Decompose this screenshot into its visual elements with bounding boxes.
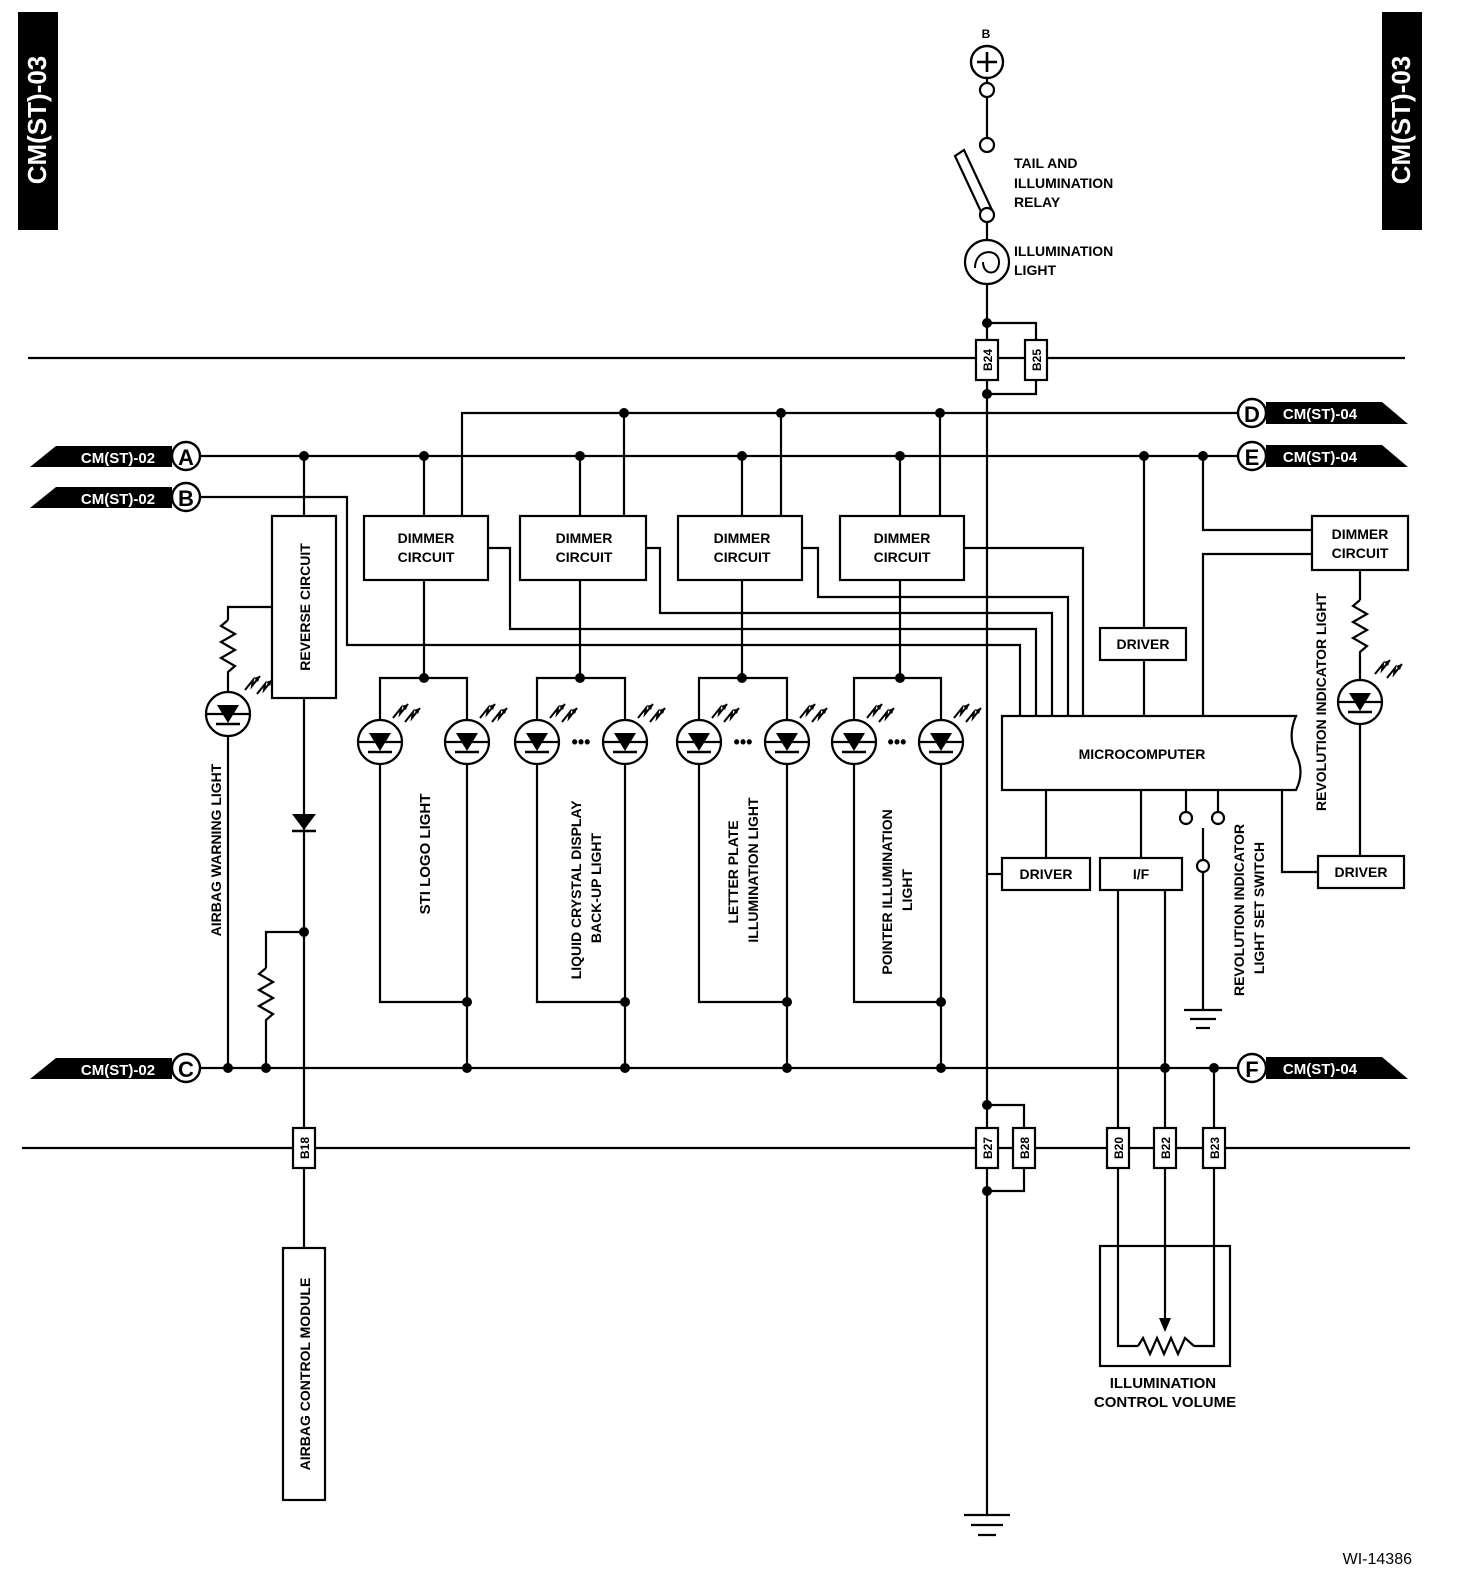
svg-text:MICROCOMPUTER: MICROCOMPUTER <box>1079 746 1206 762</box>
figure-code: WI-14386 <box>1343 1551 1412 1568</box>
revolution-set-switch-icon <box>1178 790 1226 1030</box>
reverse-circuit-block <box>270 514 338 700</box>
lcd-backup-led-icon-1 <box>513 718 561 766</box>
svg-text:B: B <box>178 486 194 511</box>
airbag-warning-led-icon <box>204 690 252 738</box>
sheet-tab-right: CM(ST)-03 <box>1382 12 1422 230</box>
sti-logo-led-icon-1 <box>356 718 404 766</box>
svg-text:CM(ST)-04: CM(ST)-04 <box>1283 1061 1358 1078</box>
svg-text:DIMMER: DIMMER <box>1332 526 1389 542</box>
svg-text:A: A <box>178 445 194 470</box>
driver-right <box>1316 854 1406 890</box>
pointer-led-icon-1 <box>830 718 878 766</box>
connector-e[interactable]: E CM(ST)-04 <box>1236 440 1408 472</box>
interface-block <box>1098 856 1184 892</box>
revolution-indicator-led-icon <box>1336 678 1384 726</box>
airbag-resistor-icon <box>218 619 238 692</box>
relay-contact-bottom <box>978 206 996 224</box>
potentiometer-icon <box>1137 1335 1195 1357</box>
svg-text:C: C <box>178 1057 194 1082</box>
sheet-id-left: CM(ST)-03 <box>22 56 52 185</box>
airbag-led-rays-icon <box>244 675 273 695</box>
lcd-backup-light-label: LIQUID CRYSTAL DISPLAY BACK-UP LIGHT <box>568 797 604 980</box>
letter-plate-light-label: LETTER PLATE ILLUMINATION LIGHT <box>725 797 761 943</box>
svg-text:CIRCUIT: CIRCUIT <box>556 549 613 565</box>
svg-text:CIRCUIT: CIRCUIT <box>398 549 455 565</box>
svg-text:B24: B24 <box>981 349 995 371</box>
svg-text:CIRCUIT: CIRCUIT <box>714 549 771 565</box>
svg-text:CM(ST)-02: CM(ST)-02 <box>81 491 155 508</box>
svg-text:•••: ••• <box>888 732 907 752</box>
letter-plate-led-icon-2 <box>763 718 811 766</box>
revolution-resistor-icon <box>1350 599 1370 680</box>
driver-bottom <box>1000 856 1092 892</box>
svg-text:B23: B23 <box>1208 1137 1222 1159</box>
lcd-backup-led-icon-2 <box>601 718 649 766</box>
fuse-terminal-top <box>978 81 996 99</box>
pointer-light-label: POINTER ILLUMINATION LIGHT <box>879 805 915 974</box>
svg-text:CM(ST)-04: CM(ST)-04 <box>1283 406 1358 423</box>
diode-icon <box>292 814 316 833</box>
svg-text:B25: B25 <box>1030 349 1044 371</box>
connector-f[interactable]: F CM(ST)-04 <box>1236 1052 1408 1084</box>
ground-icon <box>964 1513 1010 1537</box>
relay-switch-icon <box>953 148 994 218</box>
svg-text:REVERSE CIRCUIT: REVERSE CIRCUIT <box>297 543 313 671</box>
svg-text:DIMMER: DIMMER <box>874 530 931 546</box>
battery-label: B <box>982 27 991 41</box>
airbag-control-module <box>281 1246 327 1502</box>
svg-text:DRIVER: DRIVER <box>1117 636 1170 652</box>
illumination-light-label: ILLUMINATION LIGHT <box>1014 243 1117 278</box>
svg-text:•••: ••• <box>734 732 753 752</box>
driver-top <box>1098 626 1188 662</box>
connector-b[interactable]: CM(ST)-02 B <box>30 481 202 513</box>
svg-text:CM(ST)-02: CM(ST)-02 <box>81 450 155 467</box>
illumination-lamp-icon <box>963 238 1011 286</box>
dimmer-circuit-2 <box>518 514 648 582</box>
reverse-resistor-icon <box>256 967 276 1068</box>
relay-contact-top <box>978 136 996 154</box>
dimmer-circuit-1 <box>362 514 490 582</box>
svg-text:•••: ••• <box>572 732 591 752</box>
svg-text:B27: B27 <box>981 1137 995 1159</box>
sti-logo-led-icon-2 <box>443 718 491 766</box>
revolution-indicator-light-label: REVOLUTION INDICATOR LIGHT <box>1313 593 1329 811</box>
svg-text:B22: B22 <box>1159 1137 1173 1159</box>
dimmer-circuit-4 <box>838 514 966 582</box>
letter-plate-led-icon-1 <box>675 718 723 766</box>
svg-text:DIMMER: DIMMER <box>398 530 455 546</box>
connector-c[interactable]: CM(ST)-02 C <box>30 1052 202 1084</box>
sheet-tab-left: CM(ST)-03 <box>18 12 58 230</box>
svg-text:D: D <box>1244 402 1260 427</box>
battery-terminal: B <box>969 27 1005 80</box>
svg-text:DRIVER: DRIVER <box>1020 866 1073 882</box>
svg-text:F: F <box>1245 1057 1258 1082</box>
connector-d[interactable]: D CM(ST)-04 <box>1236 397 1408 429</box>
illumination-control-volume-label: ILLUMINATION CONTROL VOLUME <box>1094 1375 1236 1411</box>
svg-text:CM(ST)-04: CM(ST)-04 <box>1283 449 1358 466</box>
pointer-led-icon-2 <box>917 718 965 766</box>
svg-text:DIMMER: DIMMER <box>556 530 613 546</box>
svg-text:B18: B18 <box>298 1137 312 1159</box>
svg-text:CM(ST)-02: CM(ST)-02 <box>81 1062 155 1079</box>
svg-text:I/F: I/F <box>1133 866 1150 882</box>
sheet-id-right: CM(ST)-03 <box>1386 56 1416 185</box>
svg-text:CIRCUIT: CIRCUIT <box>874 549 931 565</box>
relay-label: TAIL AND ILLUMINATION RELAY <box>1014 155 1117 210</box>
dimmer-circuit-5 <box>1310 514 1410 572</box>
svg-text:B28: B28 <box>1018 1137 1032 1159</box>
svg-text:DRIVER: DRIVER <box>1335 864 1388 880</box>
microcomputer-block <box>1000 714 1302 792</box>
revolution-set-switch-label: REVOLUTION INDICATOR LIGHT SET SWITCH <box>1231 820 1267 996</box>
svg-text:B20: B20 <box>1112 1137 1126 1159</box>
svg-text:DIMMER: DIMMER <box>714 530 771 546</box>
dimmer-circuit-3 <box>676 514 804 582</box>
airbag-warning-light-label: AIRBAG WARNING LIGHT <box>208 763 224 936</box>
connector-a[interactable]: CM(ST)-02 A <box>30 440 202 472</box>
svg-text:E: E <box>1245 445 1260 470</box>
svg-text:CIRCUIT: CIRCUIT <box>1332 545 1389 561</box>
sti-logo-light-label: STI LOGO LIGHT <box>417 794 434 915</box>
svg-text:AIRBAG CONTROL MODULE: AIRBAG CONTROL MODULE <box>297 1278 313 1471</box>
